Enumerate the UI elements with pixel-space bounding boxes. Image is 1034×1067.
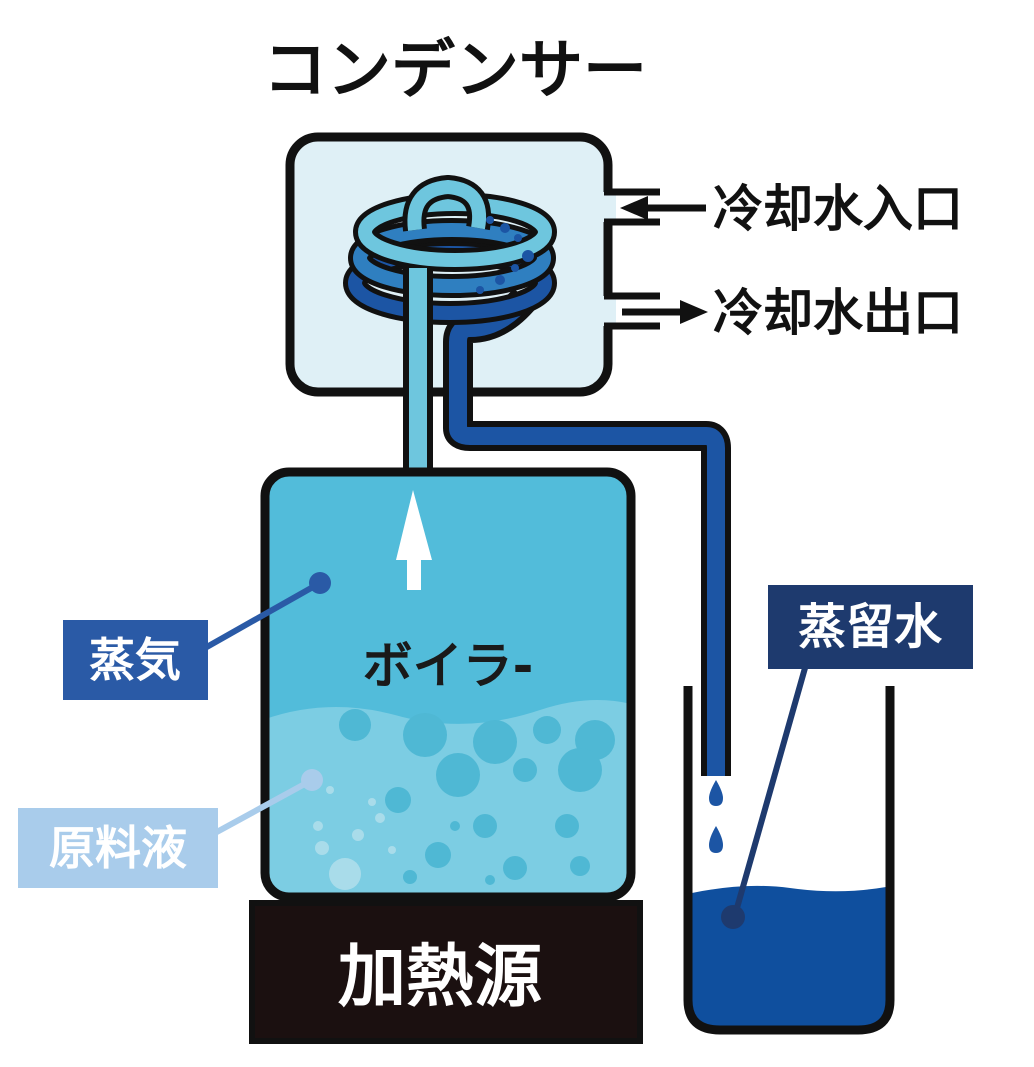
inlet-arrow-icon <box>620 196 648 220</box>
cooling-water-inlet-label: 冷却水入口 <box>713 180 963 238</box>
boiler-label: ボイラ- <box>363 637 534 695</box>
cooling-water-outlet-label: 冷却水出口 <box>713 284 963 342</box>
bubbles <box>339 709 615 885</box>
cooling-water-arrows <box>620 196 708 324</box>
inlet-port <box>596 192 616 222</box>
raw-liquid-label: 原料液 <box>49 821 187 875</box>
distilled-water-callout: 蒸留水 <box>721 585 973 929</box>
condenser-coil <box>343 174 557 325</box>
distilled-pointer-dot <box>721 905 745 929</box>
steam-callout: 蒸気 <box>63 572 331 700</box>
distilled-water-fill <box>692 885 886 1026</box>
water-drop-icon <box>709 826 723 853</box>
condensate-pipe <box>443 288 731 776</box>
steam-pipe <box>403 268 433 480</box>
diagram-title: コンデンサー <box>263 34 647 108</box>
steam-pointer-dot <box>309 572 331 594</box>
water-drop-icon <box>709 780 723 806</box>
steam-label: 蒸気 <box>89 633 181 687</box>
heat-source: 加熱源 <box>249 900 643 1044</box>
raw-liquid-callout: 原料液 <box>18 769 323 888</box>
outlet-arrow-icon <box>680 300 708 324</box>
heat-source-label: 加熱源 <box>338 938 542 1017</box>
raw-liquid-pointer-dot <box>301 769 323 791</box>
small-bubbles <box>313 786 396 890</box>
outlet-port <box>596 296 616 326</box>
steam-up-arrow-icon <box>396 490 432 590</box>
distilled-water-label: 蒸留水 <box>798 599 943 655</box>
boiler: ボイラ- <box>260 467 636 902</box>
raw-liquid-area <box>265 700 631 897</box>
